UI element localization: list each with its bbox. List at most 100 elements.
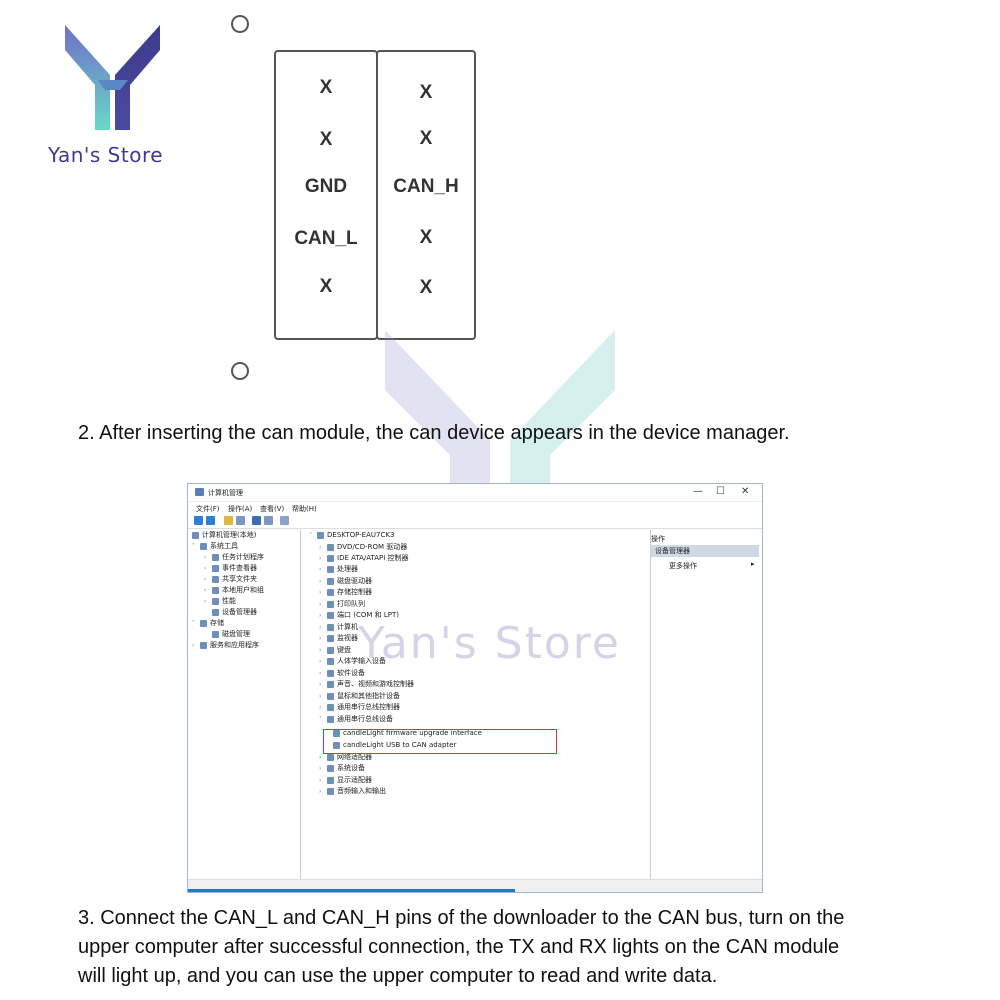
toolbar: [188, 514, 762, 529]
tree-item[interactable]: 设备管理器: [204, 607, 257, 618]
device-manager-window: 计算机管理 — ☐ ✕ 文件(F) 操作(A) 查看(V) 帮助(H) 计算机管…: [187, 483, 763, 893]
disk-icon: [212, 630, 219, 638]
status-bar: [188, 879, 762, 892]
tree-item[interactable]: ›任务计划程序: [204, 553, 264, 561]
pin-label: X: [319, 129, 333, 150]
step-2-text: 2. After inserting the can module, the c…: [78, 422, 790, 444]
device-category[interactable]: ›处理器: [319, 565, 358, 573]
menu-action[interactable]: 操作(A): [228, 505, 253, 513]
device-category[interactable]: ›键盘: [319, 646, 351, 654]
tools-icon: [200, 542, 207, 550]
tree-item[interactable]: ˅系统工具: [192, 542, 238, 550]
device-category[interactable]: ›端口 (COM 和 LPT): [319, 611, 399, 619]
pin-label: X: [419, 128, 433, 149]
up-folder-icon[interactable]: [224, 516, 233, 525]
device-category[interactable]: ›声音、视频和游戏控制器: [319, 680, 414, 688]
device-category[interactable]: ›显示适配器: [319, 776, 372, 784]
device-root[interactable]: ˅DESKTOP-EAU7CK3: [309, 531, 395, 539]
menu-help[interactable]: 帮助(H): [292, 505, 317, 513]
store-logo-icon: [65, 25, 160, 130]
more-actions-link[interactable]: 更多操作: [669, 562, 697, 570]
usb-device-item[interactable]: candleLight USB to CAN adapter: [333, 740, 456, 751]
device-category[interactable]: ˅通用串行总线设备: [319, 715, 393, 723]
pin-label: X: [319, 276, 333, 297]
device-category[interactable]: ›计算机: [319, 623, 358, 631]
menu-view[interactable]: 查看(V): [260, 505, 285, 513]
help-icon[interactable]: [252, 516, 261, 525]
device-icon: [327, 657, 334, 665]
usb-device-item[interactable]: candleLight firmware upgrade interface: [333, 728, 482, 739]
device-icon: [327, 669, 334, 677]
menu-file[interactable]: 文件(F): [196, 505, 220, 513]
actions-selected-section[interactable]: 设备管理器: [651, 545, 759, 557]
task-scheduler-icon: [212, 553, 219, 561]
tree-item[interactable]: ˅存储: [192, 619, 224, 627]
device-icon: [327, 692, 334, 700]
computer-management-icon: [195, 488, 204, 496]
device-category[interactable]: ›音频输入和输出: [319, 787, 386, 795]
device-icon: [327, 611, 334, 619]
chevron-down-icon: ˅: [319, 716, 322, 723]
properties-icon[interactable]: [264, 516, 273, 525]
services-icon: [200, 641, 207, 649]
minimize-button[interactable]: —: [693, 486, 703, 497]
tree-item[interactable]: 磁盘管理: [204, 629, 250, 640]
forward-icon[interactable]: [206, 516, 215, 525]
device-icon: [327, 554, 334, 562]
device-tree: ˅DESKTOP-EAU7CK3 ›DVD/CD-ROM 驱动器 ›IDE AT…: [305, 530, 651, 880]
device-category[interactable]: ›IDE ATA/ATAPI 控制器: [319, 554, 409, 562]
usb-plug-icon: [333, 741, 340, 749]
tree-item[interactable]: ›服务和应用程序: [192, 641, 259, 649]
performance-icon: [212, 597, 219, 605]
pin-column-left: X X GND CAN_L X: [274, 50, 378, 340]
close-button[interactable]: ✕: [741, 486, 750, 497]
device-icon: [327, 543, 334, 551]
console-icon[interactable]: [280, 516, 289, 525]
tree-item[interactable]: ›性能: [204, 597, 236, 605]
maximize-button[interactable]: ☐: [716, 486, 725, 497]
usb-plug-icon: [333, 729, 340, 737]
chevron-right-icon: ▸: [751, 560, 755, 568]
device-icon: [327, 787, 334, 795]
tree-item[interactable]: ›共享文件夹: [204, 575, 257, 583]
device-category[interactable]: ›DVD/CD-ROM 驱动器: [319, 543, 408, 551]
tree-item[interactable]: 计算机管理(本地): [192, 530, 256, 541]
device-category[interactable]: ›网络适配器: [319, 753, 372, 761]
back-icon[interactable]: [194, 516, 203, 525]
shared-folder-icon: [212, 575, 219, 583]
device-category[interactable]: ›人体学输入设备: [319, 657, 386, 665]
menu-bar: 文件(F) 操作(A) 查看(V) 帮助(H): [188, 502, 762, 514]
device-icon: [327, 634, 334, 642]
device-category[interactable]: ›监视器: [319, 634, 358, 642]
device-category[interactable]: ›通用串行总线控制器: [319, 703, 400, 711]
device-category[interactable]: ›鼠标和其他指针设备: [319, 692, 400, 700]
tree-item[interactable]: ›事件查看器: [204, 564, 257, 572]
device-icon: [327, 623, 334, 631]
computer-icon: [317, 531, 324, 539]
pin-label: X: [419, 277, 433, 298]
chevron-down-icon: ˅: [309, 532, 312, 539]
step-3-line: upper computer after successful connecti…: [78, 936, 840, 958]
device-icon: [327, 764, 334, 772]
device-icon: [327, 646, 334, 654]
step-3-line: will light up, and you can use the upper…: [78, 965, 718, 987]
device-category[interactable]: ›打印队列: [319, 600, 365, 608]
storage-icon: [200, 619, 207, 627]
device-manager-icon: [212, 608, 219, 616]
device-category[interactable]: ›存储控制器: [319, 588, 372, 596]
store-name: Yan's Store: [48, 143, 164, 167]
device-category[interactable]: ›磁盘驱动器: [319, 577, 372, 585]
device-category[interactable]: ›系统设备: [319, 764, 365, 772]
window-titlebar: 计算机管理 — ☐ ✕: [188, 484, 762, 502]
device-icon: [327, 753, 334, 761]
usb-icon: [327, 715, 334, 723]
tree-item[interactable]: ›本地用户和组: [204, 586, 264, 594]
device-icon: [327, 588, 334, 596]
window-title: 计算机管理: [208, 489, 243, 497]
show-tree-icon[interactable]: [236, 516, 245, 525]
highlight-box: [323, 729, 557, 754]
device-icon: [327, 703, 334, 711]
mounting-hole-top: [231, 15, 249, 33]
device-category[interactable]: ›软件设备: [319, 669, 365, 677]
console-tree: 计算机管理(本地) ˅系统工具 ›任务计划程序 ›事件查看器 ›共享文件夹 ›本…: [188, 530, 301, 880]
